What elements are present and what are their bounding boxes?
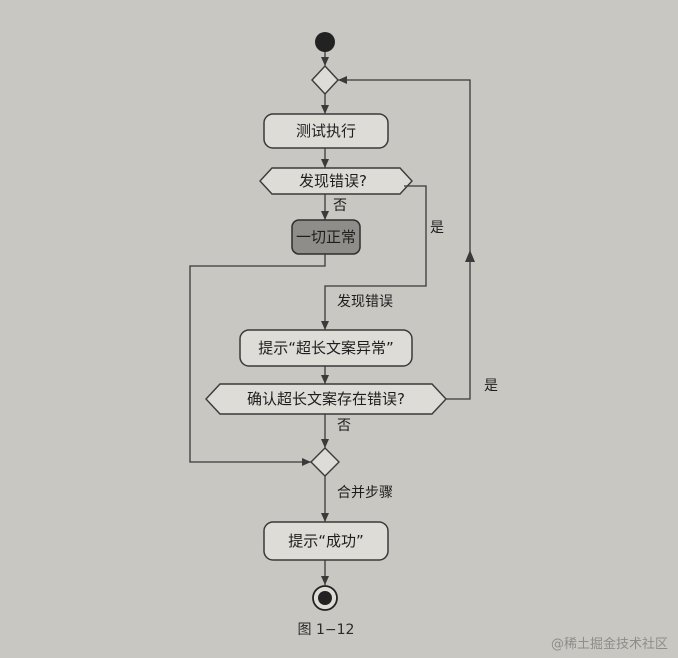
edge-yes-found-error <box>321 185 427 330</box>
edge-label-no-1: 否 <box>333 198 347 214</box>
test-execute-label: 测试执行 <box>296 122 356 140</box>
edge-label-no-2: 否 <box>337 418 351 434</box>
edge-label-yes-1: 是 <box>430 220 444 236</box>
prompt-success-node <box>263 521 389 561</box>
edge-label-merge-steps: 合并步骤 <box>337 485 393 501</box>
all-normal-node <box>291 219 361 255</box>
merge-diamond-top <box>311 64 339 96</box>
merge-diamond-bottom <box>310 447 340 477</box>
watermark: @稀土掘金技术社区 <box>551 636 668 652</box>
all-normal-label: 一切正常 <box>296 228 356 246</box>
start-node <box>315 32 335 52</box>
prompt-long-text-node <box>239 329 413 367</box>
test-execute-node <box>263 113 389 149</box>
prompt-success-label: 提示“成功” <box>288 532 364 550</box>
found-error-decision <box>259 167 413 195</box>
prompt-long-text-label: 提示“超长文案异常” <box>258 339 394 357</box>
edge-label-found-error: 发现错误 <box>337 294 393 310</box>
loop-arrowhead <box>465 250 475 262</box>
found-error-decision-label: 发现错误? <box>299 172 367 190</box>
confirm-error-decision <box>205 383 447 415</box>
edge-label-yes-2: 是 <box>484 378 498 394</box>
confirm-error-decision-label: 确认超长文案存在错误? <box>247 390 405 408</box>
edge-yes-loop-back <box>338 76 471 400</box>
end-node-inner <box>318 591 332 605</box>
figure-caption: 图 1−12 <box>298 622 355 638</box>
edge-normal-merge <box>189 254 326 466</box>
